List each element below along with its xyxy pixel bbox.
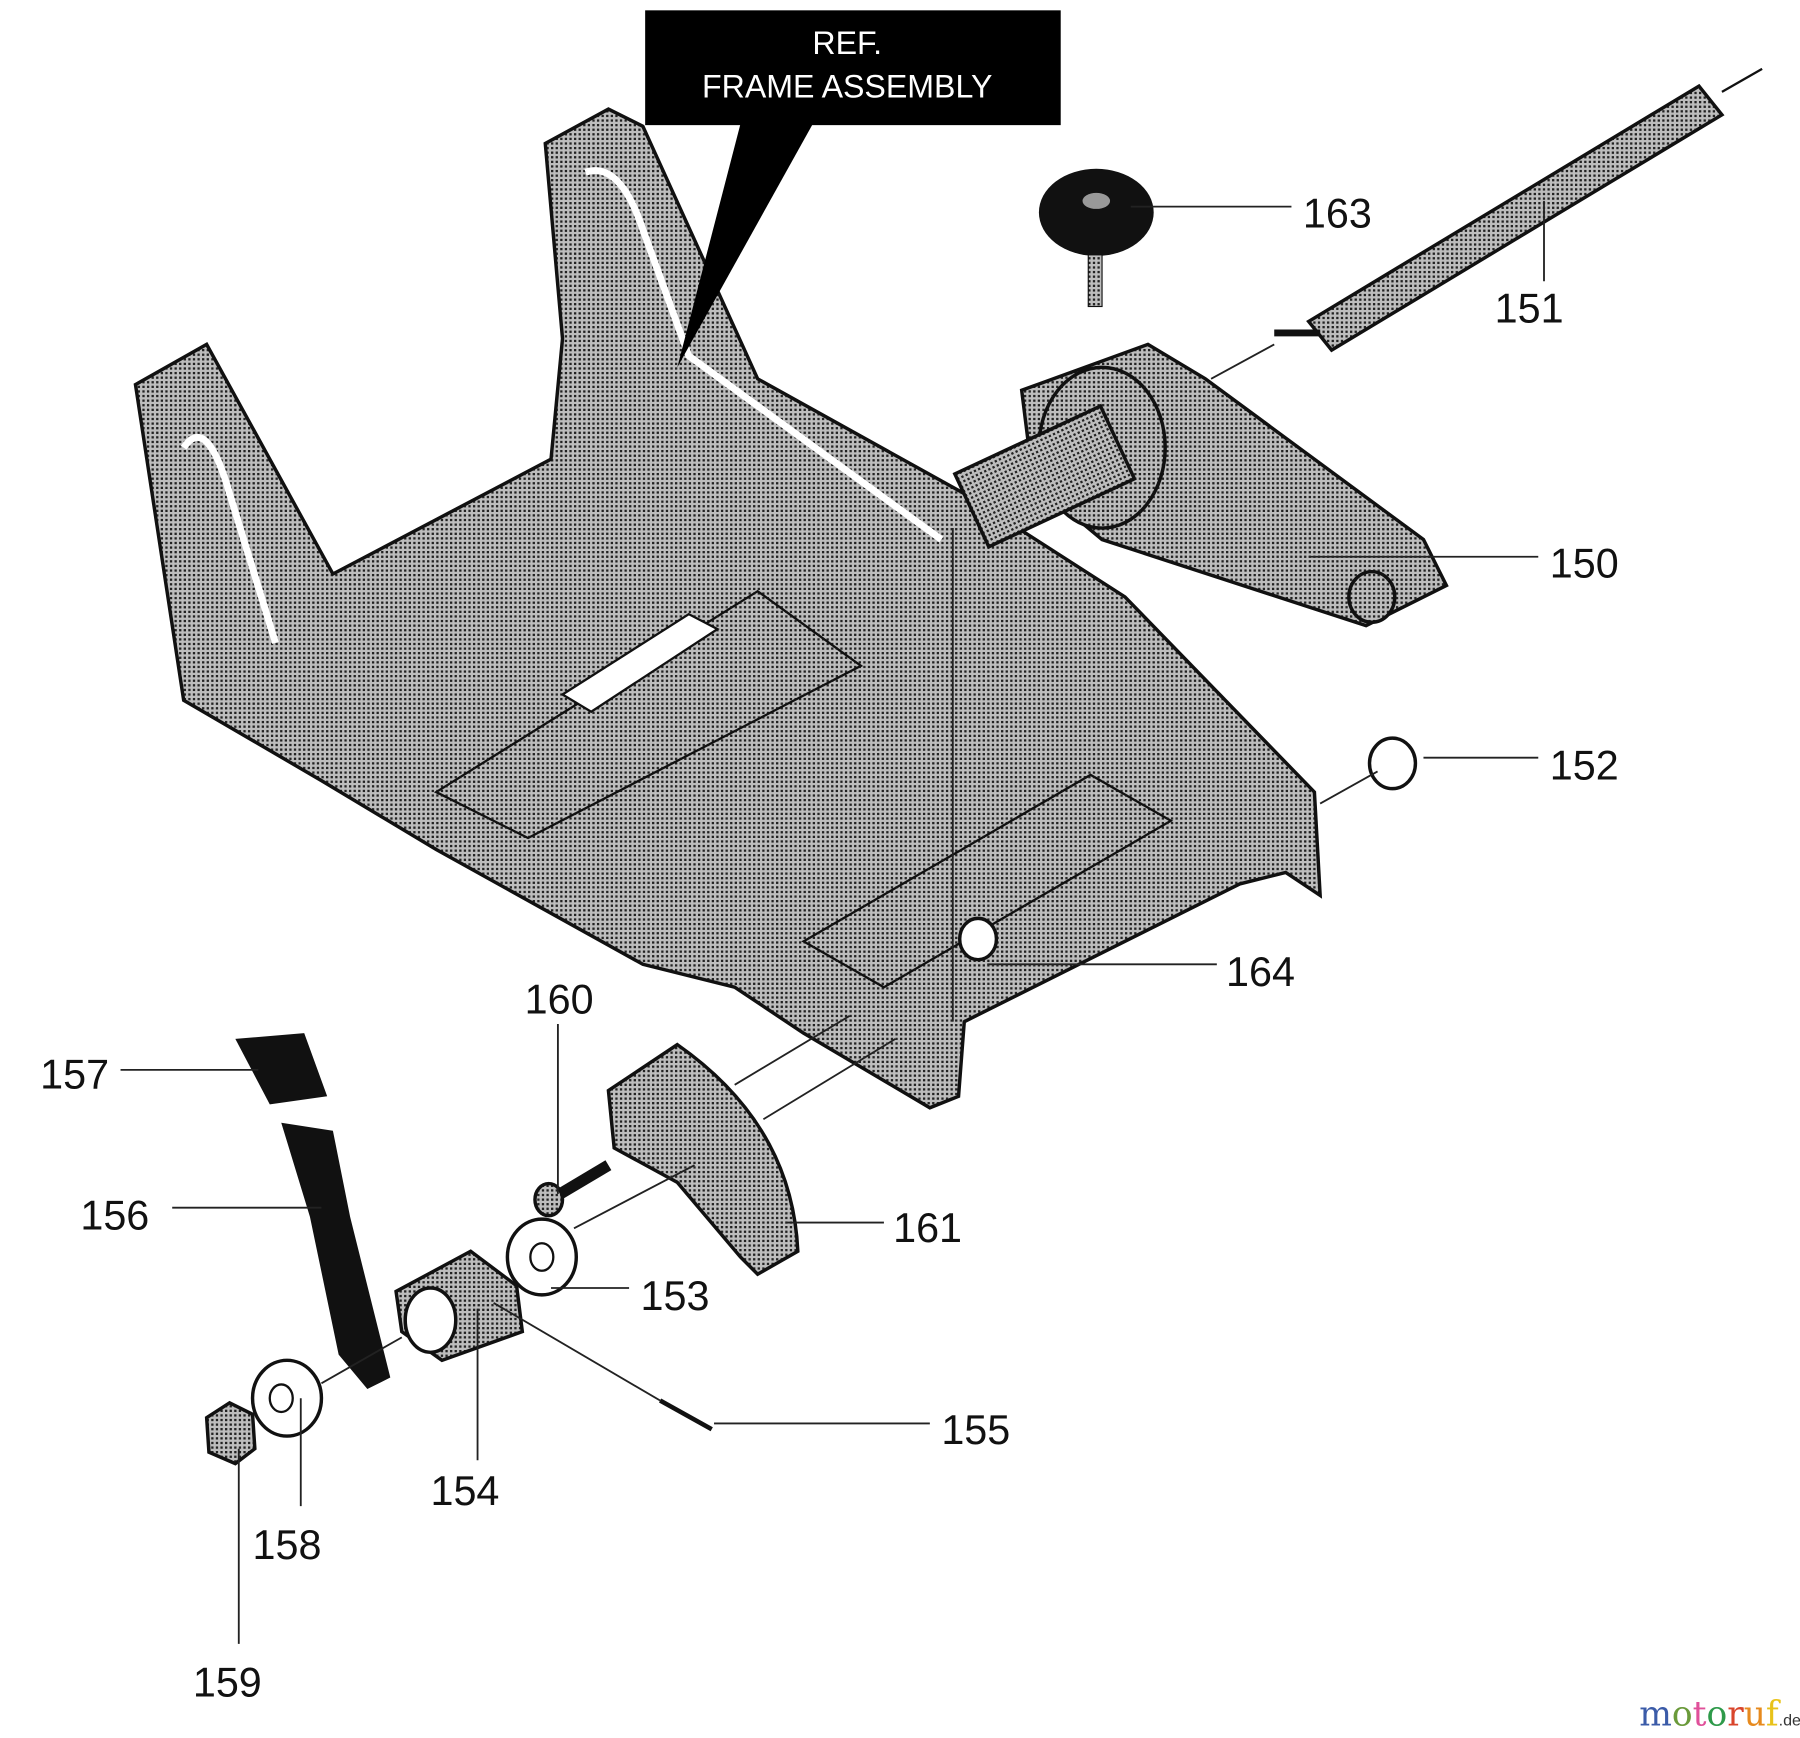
frame-assembly	[133, 107, 1323, 1110]
label-161: 161	[893, 1205, 962, 1251]
callout-line1: REF.	[812, 25, 882, 61]
part-156-lever	[281, 1122, 391, 1390]
part-151-rod	[1274, 67, 1763, 353]
part-161-sector	[606, 1042, 800, 1277]
part-157-cap	[235, 1033, 328, 1105]
label-155: 155	[941, 1407, 1010, 1453]
part-152-clip	[1367, 736, 1418, 791]
part-155-pin	[658, 1398, 713, 1432]
label-156: 156	[80, 1192, 149, 1238]
label-158: 158	[253, 1522, 322, 1568]
part-153-washer	[505, 1217, 578, 1297]
label-152: 152	[1550, 742, 1619, 788]
label-163: 163	[1303, 190, 1372, 236]
label-151: 151	[1495, 286, 1564, 332]
label-164: 164	[1226, 949, 1295, 995]
part-164-bushing	[957, 916, 999, 962]
part-labels: 163 151 150 152 164 160 157 156 161 153 …	[40, 190, 1618, 1705]
callout-line2: FRAME ASSEMBLY	[702, 69, 992, 105]
part-159-nut	[204, 1400, 257, 1466]
label-159: 159	[193, 1660, 262, 1706]
part-150-bracket	[952, 342, 1449, 628]
label-150: 150	[1550, 540, 1619, 586]
motoruf-logo: motoruf.de	[1639, 1694, 1800, 1734]
label-154: 154	[430, 1468, 499, 1514]
part-160-screw	[533, 1160, 612, 1218]
label-160: 160	[525, 977, 594, 1023]
assembly-axes	[320, 343, 1378, 1402]
part-158-washer	[250, 1358, 324, 1438]
leader-lines	[120, 200, 1545, 1644]
label-153: 153	[641, 1273, 710, 1319]
svg-text:motoruf.de: motoruf.de	[1639, 1694, 1800, 1734]
part-154-cam	[394, 1249, 525, 1363]
part-163-knob	[1038, 168, 1154, 308]
label-157: 157	[40, 1051, 109, 1097]
